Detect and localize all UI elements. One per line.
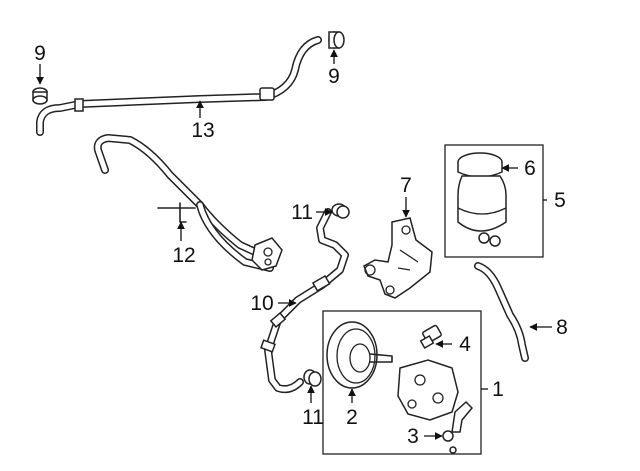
- pump-group-box: [322, 310, 482, 455]
- callout-9-left: 9: [34, 42, 46, 65]
- hose-8: [474, 262, 529, 362]
- return-line-13: [36, 36, 322, 136]
- reservoir-group-box: [444, 144, 544, 258]
- pulley-2: [326, 321, 393, 389]
- clamp-11-upper: [331, 203, 350, 219]
- callout-13: 13: [191, 119, 214, 142]
- callout-11-lower: 11: [302, 406, 324, 429]
- callout-3: 3: [407, 425, 419, 448]
- callout-11-upper: 11: [291, 201, 313, 224]
- hose-10: [260, 208, 349, 394]
- valve-4: [419, 324, 442, 349]
- pump-body-1: [397, 359, 459, 421]
- callout-7: 7: [400, 174, 412, 197]
- clamp-11-lower: [303, 369, 322, 387]
- callout-2: 2: [346, 406, 358, 429]
- callout-12: 12: [172, 244, 195, 267]
- callout-5: 5: [554, 189, 566, 212]
- callout-9-right: 9: [328, 65, 340, 88]
- bracket-7: [363, 217, 433, 299]
- pressure-hose-12: [93, 134, 283, 272]
- clamp-9-right: [328, 31, 345, 49]
- clamp-9-left: [32, 87, 48, 105]
- fitting-3: [442, 400, 474, 454]
- callout-4: 4: [459, 333, 471, 356]
- callout-10: 10: [250, 292, 273, 315]
- reservoir-6: [457, 152, 507, 247]
- callout-8: 8: [556, 316, 568, 339]
- callout-1: 1: [492, 378, 504, 401]
- callout-6: 6: [524, 157, 536, 180]
